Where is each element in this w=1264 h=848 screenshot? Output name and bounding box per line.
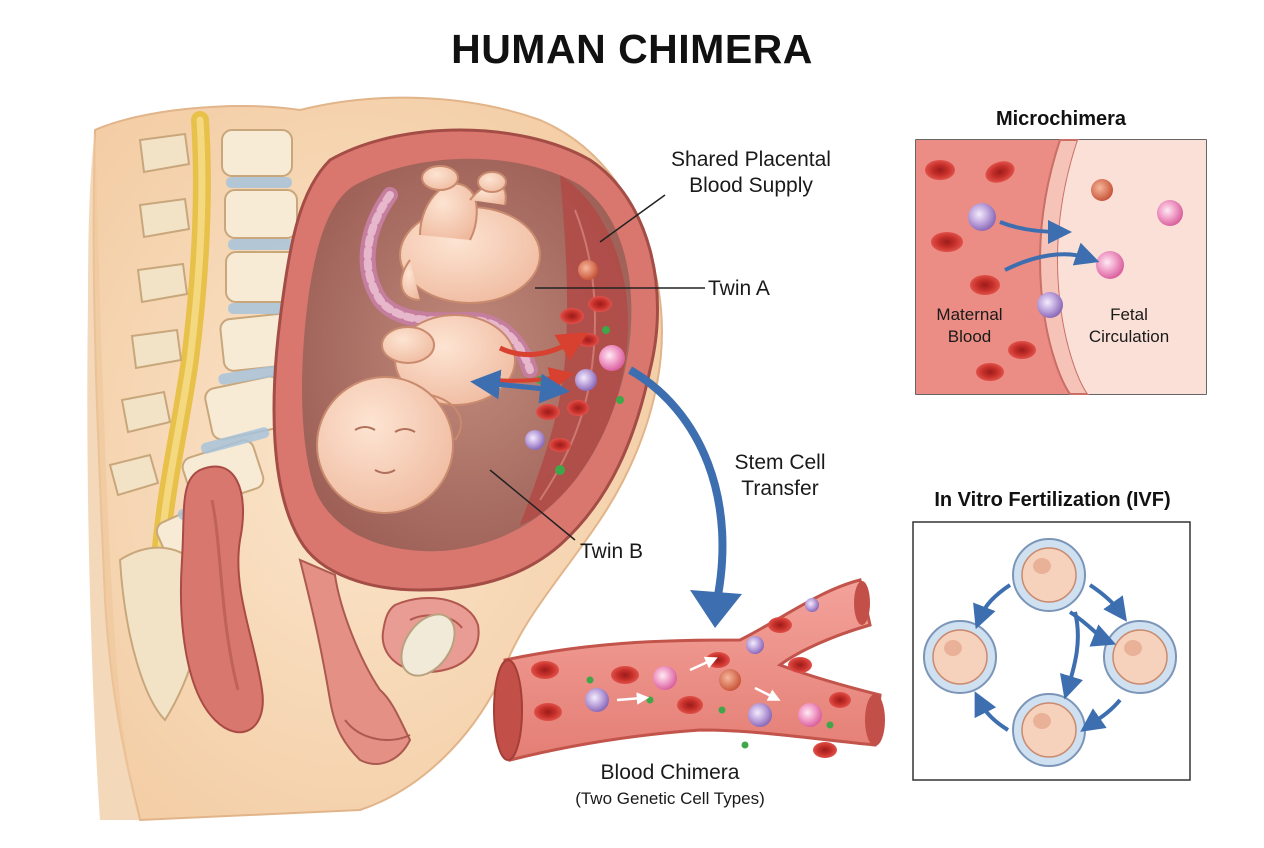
stem-cell-label-line2: Transfer	[741, 477, 819, 500]
microchimera-panel	[915, 139, 1207, 395]
microchimera-title: Microchimera	[995, 108, 1127, 130]
stem-cell-label-line1: Stem Cell	[734, 451, 826, 474]
ivf-title: In Vitro Fertilization (IVF)	[934, 489, 1171, 511]
maternal-blood-line2: Blood	[947, 327, 992, 346]
page-title: HUMAN CHIMERA	[451, 26, 813, 72]
ivf-panel	[912, 521, 1191, 781]
placenta-leader	[599, 194, 666, 243]
blood-chimera-sublabel: (Two Genetic Cell Types)	[575, 789, 765, 808]
blood-chimera-label: Blood Chimera	[600, 761, 740, 784]
fetal-circulation-line2: Circulation	[1088, 327, 1170, 346]
stem-cell-arrow	[628, 366, 727, 611]
maternal-blood-line1: Maternal	[936, 305, 1003, 324]
twin-b-leader	[489, 469, 576, 541]
red-exchange-arrow	[498, 332, 588, 361]
placenta-label-line1: Shared Placental	[671, 148, 831, 171]
placenta-label-line2: Blood Supply	[689, 174, 813, 197]
pubic-bone	[400, 613, 456, 677]
fetal-circulation-line1: Fetal	[1110, 305, 1148, 324]
twin-a-label: Twin A	[708, 277, 770, 300]
twin-a-figure	[399, 165, 541, 304]
twin-b-label: Twin B	[580, 540, 644, 563]
blood-vessel	[493, 578, 885, 762]
twin-b-figure	[316, 314, 516, 514]
